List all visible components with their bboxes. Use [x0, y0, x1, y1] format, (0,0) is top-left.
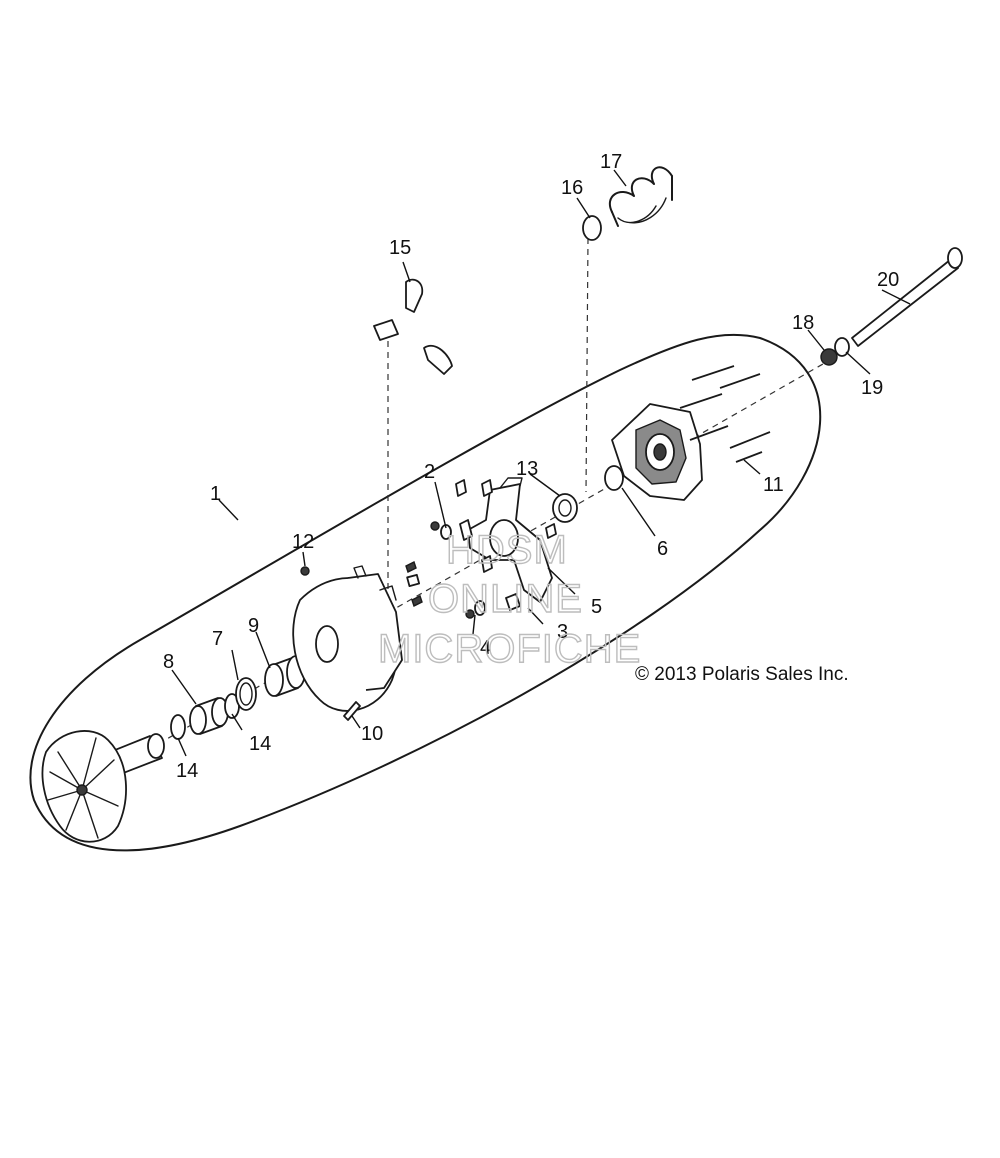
bushing-8 — [189, 697, 229, 735]
callout-8: 8 — [163, 651, 174, 673]
copyright-notice: © 2013 Polaris Sales Inc. — [635, 664, 849, 685]
assembly-outline — [29, 333, 822, 852]
callout-17: 17 — [600, 151, 622, 173]
ring-6 — [604, 465, 624, 491]
callout-18: 18 — [792, 312, 814, 334]
callout-12: 12 — [292, 531, 314, 553]
nut-18 — [820, 348, 838, 366]
moveable-sheave — [292, 565, 403, 712]
callout-1: 1 — [210, 483, 221, 505]
ring-7 — [235, 677, 257, 711]
screw-12 — [300, 566, 310, 576]
callout-20: 20 — [877, 269, 899, 291]
leaders — [171, 169, 911, 757]
spider-5 — [467, 477, 553, 603]
callout-2: 2 — [424, 461, 435, 483]
callout-10: 10 — [361, 723, 383, 745]
callout-5: 5 — [591, 596, 602, 618]
callout-3: 3 — [557, 621, 568, 643]
weights-15 — [373, 278, 453, 375]
fan-shaft — [41, 730, 165, 843]
bushing-13 — [552, 493, 578, 523]
watermark-line-2: ONLINE — [428, 577, 583, 621]
washer-19 — [834, 337, 850, 357]
watermark-line-3: MICROFICHE — [378, 627, 641, 671]
callout-14b: 14 — [176, 760, 198, 782]
spring-17 — [609, 166, 673, 227]
callout-14a: 14 — [249, 733, 271, 755]
bolt-20 — [851, 247, 963, 347]
callout-15: 15 — [389, 237, 411, 259]
bolts-11 — [679, 365, 771, 463]
watermark-line-1: HDSM — [446, 528, 568, 572]
small-parts-sheave — [405, 561, 423, 607]
callout-9: 9 — [248, 615, 259, 637]
pin-10 — [343, 701, 361, 721]
callout-13: 13 — [516, 458, 538, 480]
callout-19: 19 — [861, 377, 883, 399]
callout-16: 16 — [561, 177, 583, 199]
projection-line-16 — [585, 237, 589, 493]
callout-6: 6 — [657, 538, 668, 560]
snap-ring-16 — [582, 215, 602, 241]
cover-housing — [611, 403, 703, 501]
ring-14a — [170, 714, 186, 740]
callout-4: 4 — [480, 637, 491, 659]
callout-7: 7 — [212, 628, 223, 650]
callout-11: 11 — [763, 474, 784, 496]
rollers — [430, 479, 557, 619]
